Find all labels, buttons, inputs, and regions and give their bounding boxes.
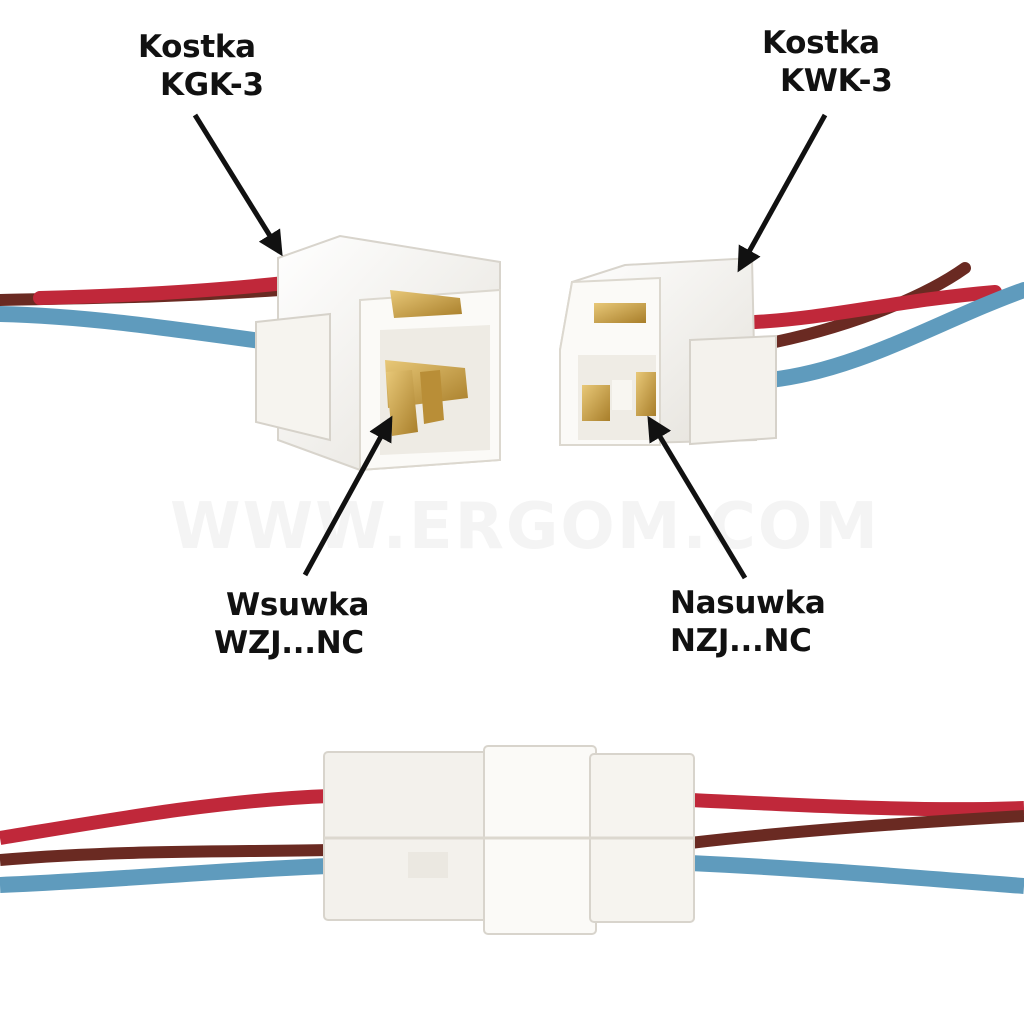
callout-arrows xyxy=(192,113,828,580)
watermark: WWW.ERGOM.COM xyxy=(170,490,880,564)
male-terminal-pins xyxy=(385,290,468,436)
arrow-kwk3 xyxy=(737,113,828,273)
right-wire-bundle xyxy=(748,262,1024,388)
arrow-wsuwka xyxy=(302,415,393,577)
arrow-nasuwka xyxy=(647,415,748,580)
label-kgk3-line2: KGK-3 xyxy=(160,67,264,103)
mated-connector xyxy=(323,745,695,935)
label-kwk3-line1: Kostka xyxy=(762,25,880,61)
label-wsuwka-line1: Wsuwka xyxy=(226,587,370,623)
left-wire-bundle xyxy=(0,276,298,353)
label-kwk3: Kostka KWK-3 xyxy=(762,24,893,100)
female-terminal-sockets xyxy=(582,303,656,421)
label-nasuwka: Nasuwka NZJ...NC xyxy=(670,584,826,660)
label-wsuwka: Wsuwka WZJ...NC xyxy=(214,586,369,662)
label-kgk3: Kostka KGK-3 xyxy=(138,28,264,104)
arrow-kgk3 xyxy=(192,113,283,257)
label-kwk3-line2: KWK-3 xyxy=(780,63,893,99)
kgk3-housing xyxy=(255,234,501,472)
label-kgk3-line1: Kostka xyxy=(138,29,256,65)
label-wsuwka-line2: WZJ...NC xyxy=(214,625,364,661)
label-nasuwka-line2: NZJ...NC xyxy=(670,623,812,659)
bottom-wire-bundle xyxy=(0,789,1024,894)
label-nasuwka-line1: Nasuwka xyxy=(670,585,826,621)
